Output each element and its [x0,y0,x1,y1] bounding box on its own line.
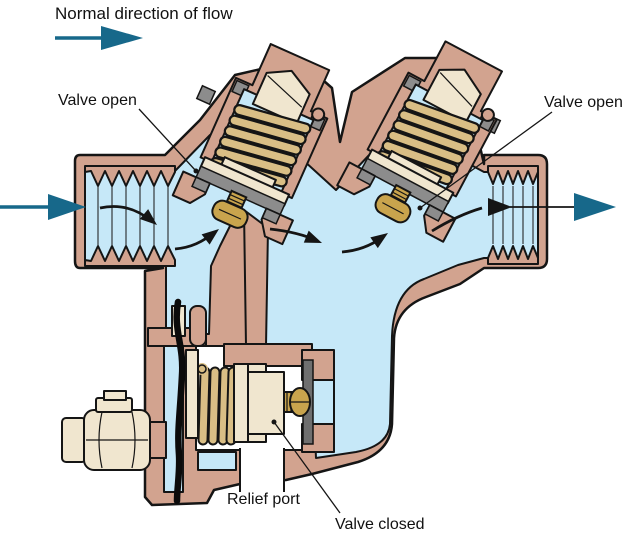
relief-port-opening [239,448,285,494]
diagram-title: Normal direction of flow [55,4,233,23]
leader-lines [138,108,553,514]
inlet-flow-arrow [0,194,86,220]
label-valve-open-right: Valve open [544,94,623,111]
relief-housing-top [223,343,313,367]
test-cock-cap-top [103,390,127,401]
internal-flow-arrows [99,205,483,254]
diaphragm [173,298,186,505]
roof-seal-left [195,84,217,106]
test-cock [61,390,167,471]
outlet-threads [487,165,539,265]
inlet-threads [84,165,176,267]
drain-pocket [197,451,237,471]
legend-flow-arrow [55,26,143,50]
label-relief-port: Relief port [227,491,300,508]
label-valve-closed: Valve closed [335,516,425,533]
relief-valve [185,349,335,453]
outlet-flow-arrow [488,193,616,221]
baffle-tip [189,305,207,347]
diaphragm-plate [185,349,199,439]
relief-spring [196,363,239,446]
relief-poppet [233,363,311,443]
test-cock-stub [61,417,87,463]
label-valve-open-left: Valve open [58,92,137,109]
